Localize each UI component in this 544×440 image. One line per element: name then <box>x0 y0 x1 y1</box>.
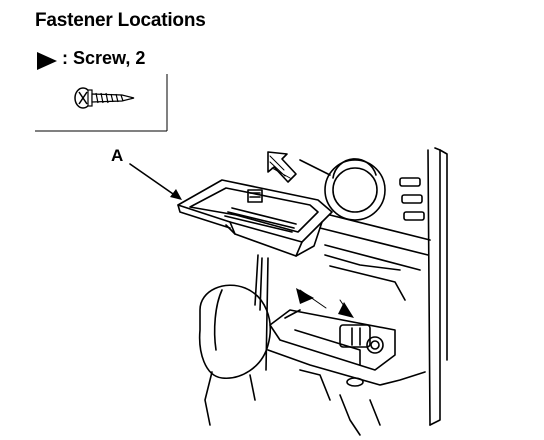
callout-label-a: A <box>111 146 124 165</box>
legend-box-frame <box>35 74 168 132</box>
shift-knob <box>198 284 272 426</box>
screw-icon <box>74 87 135 109</box>
round-vent <box>324 158 386 221</box>
side-switches <box>399 177 425 221</box>
callout-a-leader <box>129 163 182 200</box>
page-title: Fastener Locations <box>35 10 206 31</box>
filled-triangle-arrow-icon <box>37 52 57 70</box>
removal-direction-arrow <box>267 151 297 183</box>
console-pocket-part-a <box>177 179 333 257</box>
dashboard-panel <box>427 147 448 426</box>
screw-location-arrows <box>296 288 354 318</box>
legend-screw-label: : Screw, 2 <box>62 48 146 68</box>
legend-box <box>35 74 168 132</box>
center-console <box>254 159 431 436</box>
